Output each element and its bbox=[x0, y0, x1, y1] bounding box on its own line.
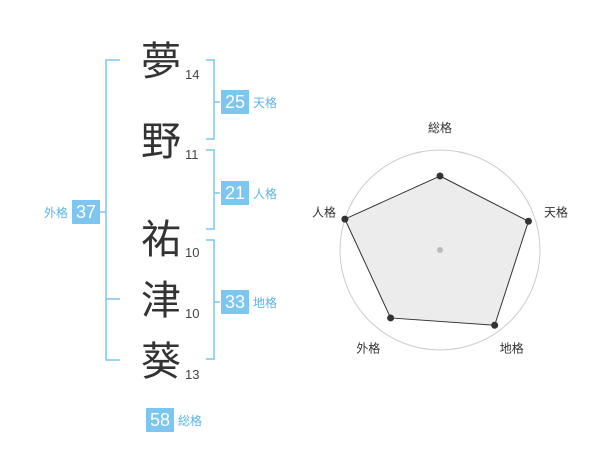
tenkaku-bracket bbox=[206, 59, 215, 140]
kanji-3: 祐 bbox=[141, 217, 181, 263]
radar-point-3 bbox=[387, 314, 395, 322]
jinkaku-badge: 21 人格 bbox=[221, 181, 277, 205]
stroke-count-5: 13 bbox=[185, 367, 200, 382]
radar-point-4 bbox=[341, 215, 349, 223]
kanji-1: 夢 bbox=[141, 39, 181, 85]
tenkaku-label: 天格 bbox=[253, 95, 278, 110]
radar-point-1 bbox=[524, 217, 532, 225]
gaikaku-badge: 37 外格 bbox=[44, 200, 100, 224]
radar-point-0 bbox=[436, 172, 444, 180]
kanji-2: 野 bbox=[141, 119, 181, 165]
radar-point-2 bbox=[491, 321, 499, 329]
kanji-4: 津 bbox=[141, 278, 181, 324]
jinkaku-label: 人格 bbox=[253, 186, 278, 201]
stroke-count-4: 10 bbox=[185, 306, 200, 321]
stroke-count-1: 14 bbox=[185, 67, 200, 82]
radar-area bbox=[344, 175, 530, 326]
gaikaku-value: 37 bbox=[72, 200, 100, 224]
jinkaku-bracket bbox=[206, 149, 215, 230]
kanji-5: 葵 bbox=[141, 339, 181, 385]
radar-axis-label-0: 総格 bbox=[428, 120, 452, 135]
stroke-count-3: 10 bbox=[185, 245, 200, 260]
stroke-count-2: 11 bbox=[185, 147, 199, 162]
radar-axis-label-2: 地格 bbox=[500, 341, 524, 356]
tenkaku-badge: 25 天格 bbox=[221, 90, 277, 114]
chikaku-badge: 33 地格 bbox=[221, 290, 277, 314]
tenkaku-value: 25 bbox=[221, 90, 249, 114]
chikaku-label: 地格 bbox=[253, 295, 278, 310]
radar-axis-label-4: 人格 bbox=[312, 204, 336, 219]
gaikaku-bracket bbox=[105, 59, 120, 361]
chikaku-value: 33 bbox=[221, 290, 249, 314]
soukaku-value: 58 bbox=[146, 408, 174, 432]
jinkaku-value: 21 bbox=[221, 181, 249, 205]
radar-center bbox=[437, 247, 443, 253]
radar-axis-label-3: 外格 bbox=[356, 341, 380, 356]
soukaku-label: 総格 bbox=[178, 413, 203, 428]
soukaku-badge: 58 総格 bbox=[146, 408, 202, 432]
chikaku-bracket bbox=[206, 239, 215, 360]
gaikaku-label: 外格 bbox=[43, 205, 68, 220]
radar-axis-label-1: 天格 bbox=[544, 204, 568, 219]
